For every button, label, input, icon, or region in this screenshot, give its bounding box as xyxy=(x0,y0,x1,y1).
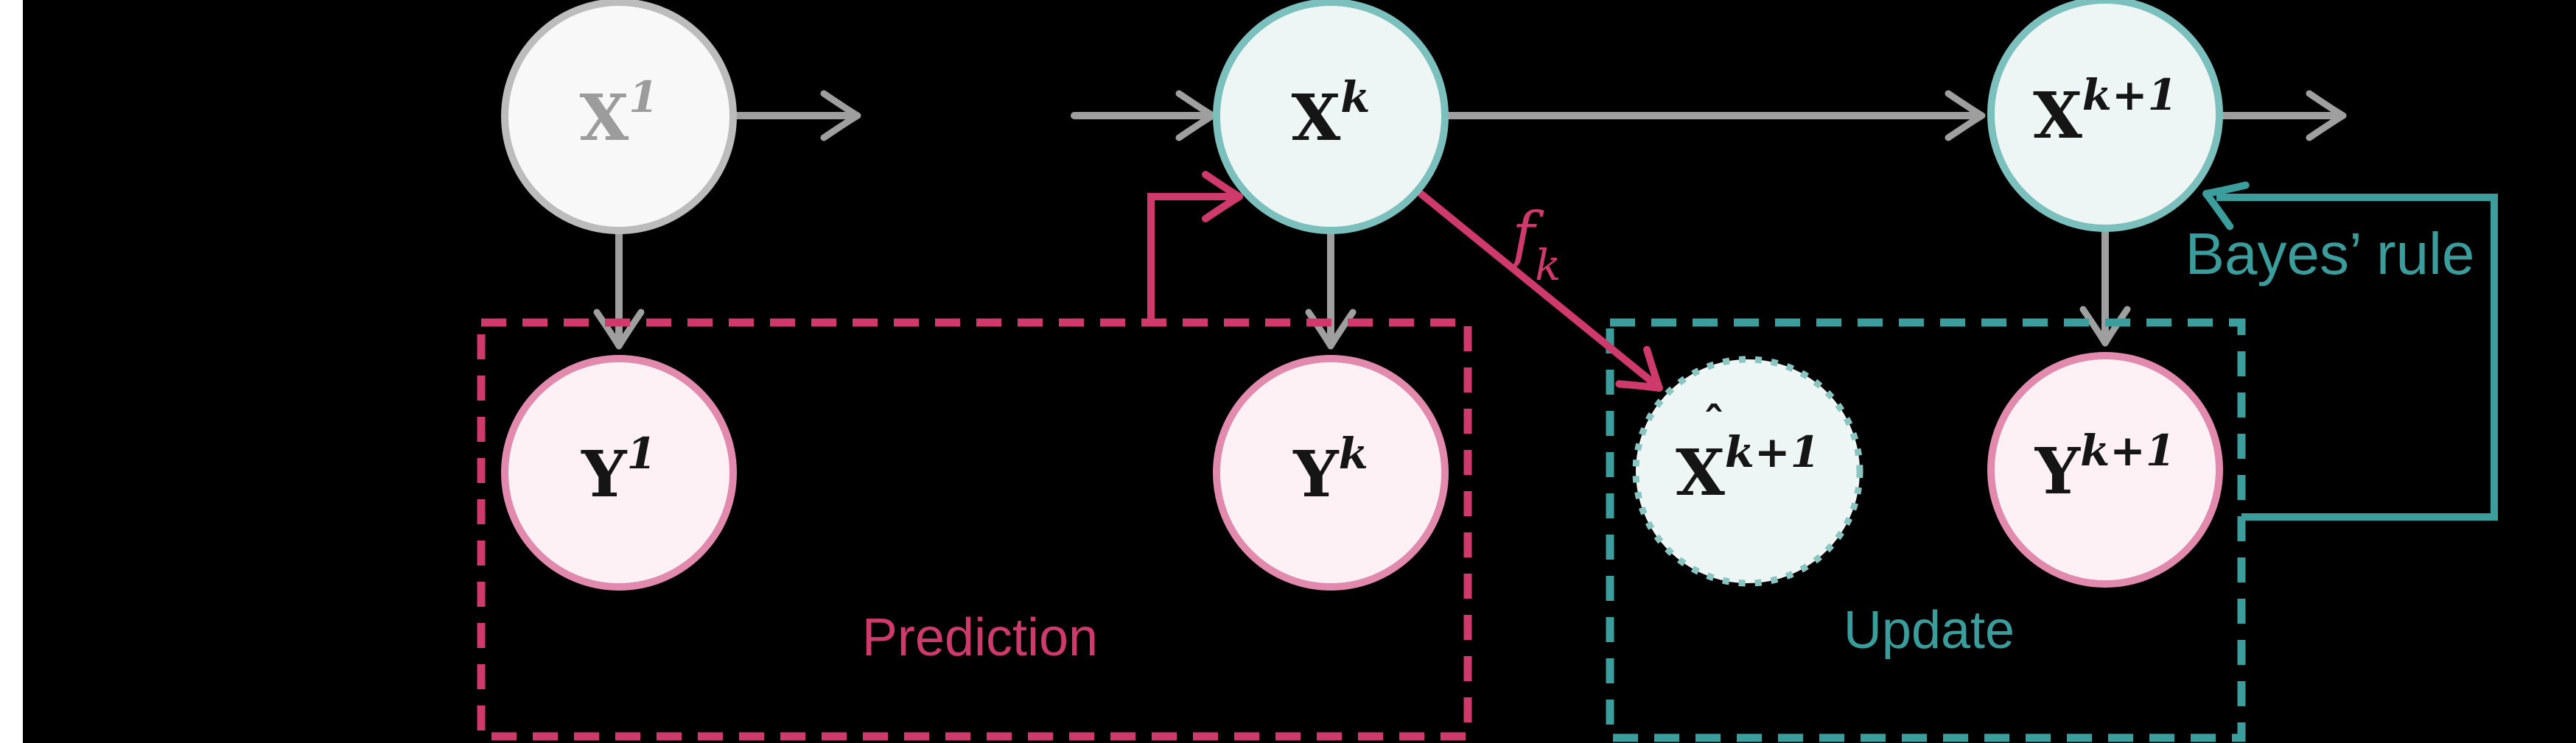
node-xk1-label: Xk+1 xyxy=(2033,70,2177,153)
prediction-arrows xyxy=(1147,175,1673,405)
update-label: Update xyxy=(1844,601,2015,660)
bayes-rule-label: Bayes’ rule xyxy=(2185,221,2475,286)
node-y1 xyxy=(501,355,737,591)
prediction-label: Prediction xyxy=(862,608,1098,667)
node-xk xyxy=(1213,0,1449,234)
node-x1 xyxy=(501,0,737,234)
node-yk-label: Yk xyxy=(1292,429,1368,512)
node-yk1-label: Yk+1 xyxy=(2034,426,2176,509)
node-xhat-hat: ˆ xyxy=(1703,398,1725,450)
node-xhat-label: Xk+1 xyxy=(1676,427,1820,510)
update-box xyxy=(1606,318,2246,742)
node-yk xyxy=(1213,355,1449,591)
nodes: X1 Xk Xk+1 Y1 Yk ˆ Xk+1 Yk+1 xyxy=(501,0,2223,591)
node-xk1 xyxy=(1987,0,2223,232)
arrow-updatebox-to-xk1 xyxy=(2216,194,2498,521)
arrow-xk-to-xhat xyxy=(1416,189,1657,387)
node-y1-label: Y1 xyxy=(581,429,657,512)
arrow-predictionbox-to-xk xyxy=(1147,193,1236,326)
window-edge-strip xyxy=(0,0,23,743)
bayes-feedback xyxy=(2198,173,2498,521)
node-x1-label: X1 xyxy=(579,72,658,155)
node-xhat-k1 xyxy=(1632,356,1863,587)
node-xk-label: Xk xyxy=(1292,72,1371,155)
node-yk1 xyxy=(1987,352,2223,588)
